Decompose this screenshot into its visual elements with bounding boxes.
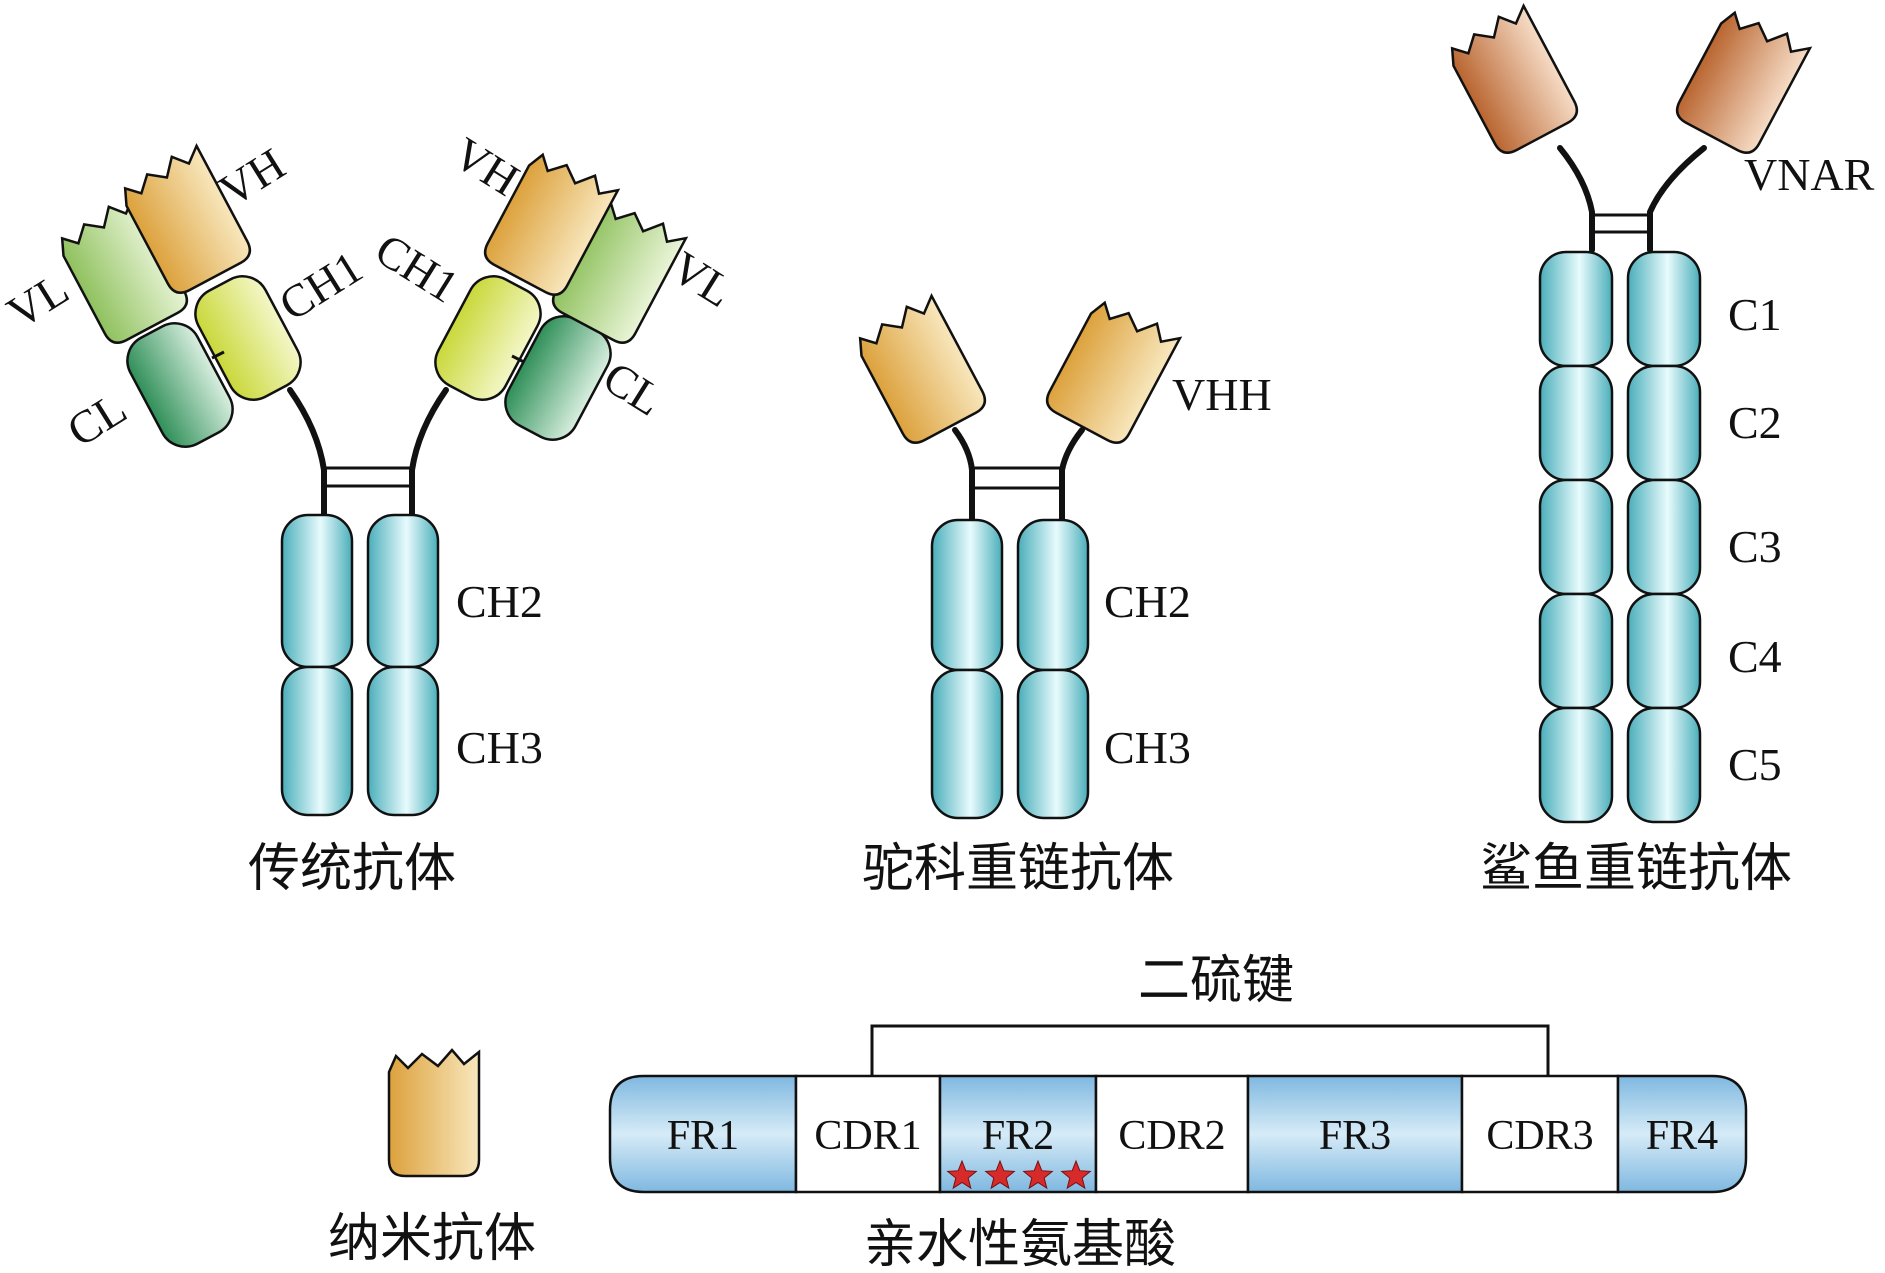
label-vhh: VHH xyxy=(1172,369,1272,420)
label-vnar: VNAR xyxy=(1744,149,1875,200)
label-ch3: CH3 xyxy=(1104,722,1191,773)
disulfide-bracket xyxy=(870,1024,1550,1075)
ch1-domain xyxy=(434,275,542,401)
ch3-domain xyxy=(280,665,354,817)
segment-fr1 xyxy=(608,1074,798,1194)
label-ch2: CH2 xyxy=(456,576,543,627)
label-ch2: CH2 xyxy=(1104,576,1191,627)
vnar-domain xyxy=(1670,2,1813,159)
vhh-sequence-map: 二硫键 FR1 CDR1 FR2 CDR2 FR3 CDR3 FR4 亲水性氨基酸 xyxy=(608,951,1748,1273)
label-ch1: CH1 xyxy=(270,241,371,330)
hydrophilic-star-icon xyxy=(1060,1159,1092,1190)
hydrophilic-stars xyxy=(946,1159,1092,1190)
hydrophilic-amino-acid-label: 亲水性氨基酸 xyxy=(864,1215,1176,1273)
nanobody: 纳米抗体 xyxy=(328,1048,536,1269)
hinge-chain-left xyxy=(287,387,327,523)
hinge-chain-right xyxy=(409,387,449,523)
disulfide-bond xyxy=(211,350,225,360)
vhh-domain xyxy=(1040,292,1183,449)
c5-domain xyxy=(1626,706,1702,824)
c2-domain xyxy=(1626,364,1702,482)
shark-heavy-chain-antibody: VNAR C1 C2 C3 C4 C5 鲨鱼重链抗体 xyxy=(1441,2,1875,899)
vnar-domain xyxy=(1441,2,1584,159)
c1-domain xyxy=(1626,250,1702,368)
ch2-domain xyxy=(1016,518,1090,672)
conventional-antibody: VL VH CH1 CL VH CH1 VL CL CH2 CH3 传统抗体 xyxy=(0,127,742,899)
ch3-domain xyxy=(366,665,440,817)
caption-nanobody: 纳米抗体 xyxy=(328,1209,536,1269)
ch3-domain xyxy=(1016,668,1090,820)
hinge-chain-left xyxy=(952,427,975,523)
disulfide-bond-label: 二硫键 xyxy=(1138,951,1294,1011)
segment-label-fr4: FR4 xyxy=(1646,1113,1718,1159)
hinge-chain-left xyxy=(1557,145,1595,253)
camelid-heavy-chain-antibody: VHH CH2 CH3 驼科重链抗体 xyxy=(849,292,1272,899)
segment-fr4 xyxy=(1616,1074,1748,1194)
ch3-domain xyxy=(930,668,1004,820)
segment-label-cdr2: CDR2 xyxy=(1118,1113,1225,1159)
segment-label-fr2: FR2 xyxy=(982,1113,1054,1159)
label-ch1: CH1 xyxy=(367,223,468,312)
label-c5: C5 xyxy=(1728,739,1782,790)
caption-conventional-antibody: 传统抗体 xyxy=(248,839,456,899)
sequence-segments: FR1 CDR1 FR2 CDR2 FR3 CDR3 FR4 xyxy=(608,1074,1748,1194)
label-vl: VL xyxy=(0,263,77,339)
c4-domain xyxy=(1538,592,1614,710)
hydrophilic-star-icon xyxy=(946,1159,978,1190)
segment-label-cdr1: CDR1 xyxy=(814,1113,921,1159)
c2-domain xyxy=(1538,364,1614,482)
hydrophilic-star-icon xyxy=(984,1159,1016,1190)
segment-label-fr1: FR1 xyxy=(667,1113,739,1159)
label-c4: C4 xyxy=(1728,631,1782,682)
nanobody-domain xyxy=(387,1048,481,1178)
hydrophilic-star-icon xyxy=(1022,1159,1054,1190)
hinge-chain-right xyxy=(1059,427,1085,523)
label-ch3: CH3 xyxy=(456,722,543,773)
hinge-chain-right xyxy=(1647,145,1707,253)
caption-camelid-antibody: 驼科重链抗体 xyxy=(862,839,1174,899)
ch2-domain xyxy=(280,513,354,669)
label-c1: C1 xyxy=(1728,289,1782,340)
c5-domain xyxy=(1538,706,1614,824)
disulfide-bond xyxy=(511,354,525,364)
c3-domain xyxy=(1626,478,1702,596)
vhh-domain xyxy=(849,292,992,449)
segment-label-fr3: FR3 xyxy=(1319,1113,1391,1159)
segment-label-cdr3: CDR3 xyxy=(1486,1113,1593,1159)
label-c2: C2 xyxy=(1728,397,1782,448)
cl-domain xyxy=(126,322,234,448)
ch2-domain xyxy=(366,513,440,669)
c1-domain xyxy=(1538,250,1614,368)
c3-domain xyxy=(1538,478,1614,596)
label-cl: CL xyxy=(58,382,135,456)
ch2-domain xyxy=(930,518,1004,672)
label-c3: C3 xyxy=(1728,521,1782,572)
c4-domain xyxy=(1626,592,1702,710)
caption-shark-antibody: 鲨鱼重链抗体 xyxy=(1480,839,1792,899)
